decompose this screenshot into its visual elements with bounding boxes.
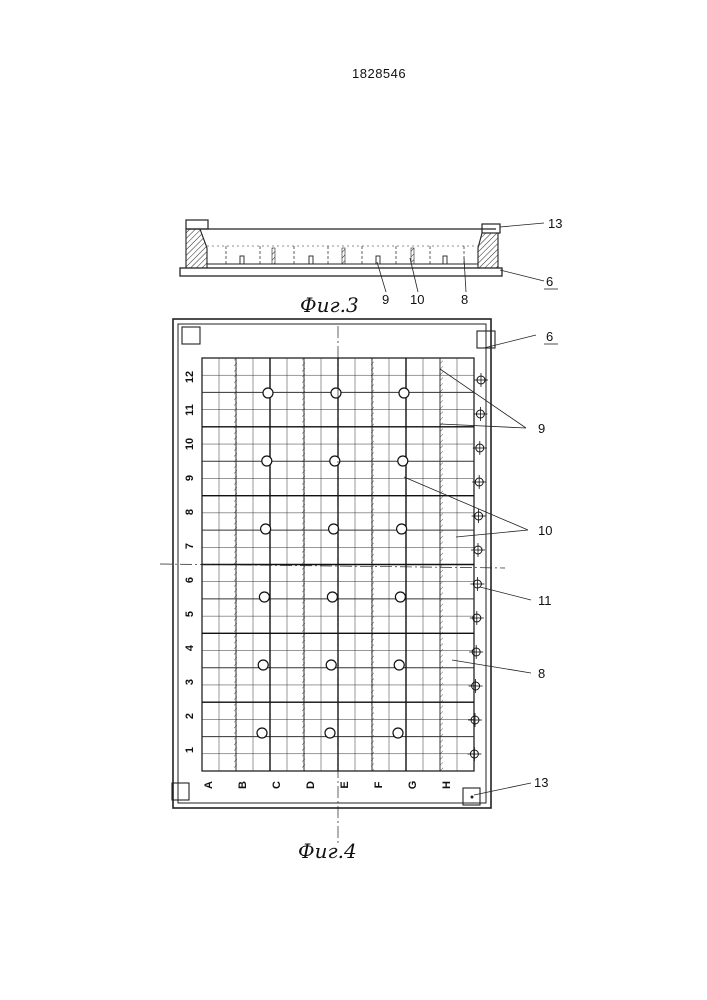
fig4-label-10: 10 [538, 523, 552, 538]
cell-slot [240, 256, 244, 264]
hatched-divider [272, 248, 275, 264]
right-wall [478, 233, 498, 268]
hatched-divider [440, 358, 443, 771]
column-letter: C [271, 781, 283, 789]
row-number: 5 [184, 611, 196, 617]
fig4-label-11: 11 [538, 593, 552, 608]
pin-circle [258, 660, 268, 670]
leader-10a [404, 477, 528, 530]
left-corner-block [186, 220, 208, 229]
row-number: 7 [184, 543, 196, 549]
column-letter: F [373, 781, 385, 788]
column-letter: A [203, 781, 215, 789]
leader-11 [480, 587, 531, 600]
hatched-divider [302, 358, 305, 771]
pin-circle [257, 728, 267, 738]
corner-pad-bottom-left [172, 783, 189, 800]
hatched-divider [411, 248, 414, 264]
pad-13-dot [471, 796, 474, 799]
pin-circle [326, 660, 336, 670]
column-letter: E [339, 781, 351, 788]
pin-circle [397, 524, 407, 534]
figure-3-section-view: 13 6 9 10 8 Фиг.3 [180, 216, 562, 317]
fig4-label-6: 6 [546, 329, 553, 344]
row-number: 4 [184, 644, 196, 651]
base-plate [180, 268, 502, 276]
column-letter-row: A B C D E F G H [203, 781, 453, 790]
pin-circle [329, 524, 339, 534]
cell-slot [376, 256, 380, 264]
row-number: 1 [184, 747, 196, 753]
row-number: 10 [184, 438, 196, 450]
figure-4-plan-view: 12 11 10 9 8 7 6 5 4 3 2 1 A B C D E F G… [160, 319, 558, 863]
leader-6 [500, 270, 544, 281]
partition-group [226, 246, 464, 264]
leader-8 [464, 258, 466, 292]
fig3-label-6: 6 [546, 274, 553, 289]
hatched-divider [234, 358, 237, 771]
row-number: 9 [184, 475, 196, 481]
hatched-divider [342, 248, 345, 264]
row-number: 3 [184, 679, 196, 685]
column-letter: B [237, 781, 249, 789]
column-letter: G [407, 781, 419, 790]
pin-circle [395, 592, 405, 602]
cell-slot [443, 256, 447, 264]
pin-circle [262, 456, 272, 466]
row-number: 8 [184, 509, 196, 515]
column-letter: H [441, 781, 453, 789]
pin-circle [394, 660, 404, 670]
fig3-label-9: 9 [382, 292, 389, 307]
left-wall [186, 229, 207, 268]
pin-circle [399, 388, 409, 398]
fig4-label-9: 9 [538, 421, 545, 436]
row-number: 2 [184, 713, 196, 719]
leader-10b [456, 530, 528, 537]
fig3-label-13: 13 [548, 216, 562, 231]
hatched-divider [371, 358, 374, 771]
fig4-label-8: 8 [538, 666, 545, 681]
row-number: 12 [184, 371, 196, 383]
figure-3-caption: Фиг.3 [300, 293, 359, 317]
cell-slot [309, 256, 313, 264]
pin-circle [263, 388, 273, 398]
corner-pad-top-left [182, 327, 200, 344]
pin-circles [257, 388, 409, 738]
fig4-label-13: 13 [534, 775, 548, 790]
fig3-label-10: 10 [410, 292, 424, 307]
figure-4-caption: Фиг.4 [298, 839, 357, 863]
row-number: 11 [184, 404, 196, 416]
pin-circle [398, 456, 408, 466]
pin-circle [327, 592, 337, 602]
pin-circle [259, 592, 269, 602]
row-number: 6 [184, 577, 196, 583]
pin-circle [325, 728, 335, 738]
pin-circle [331, 388, 341, 398]
pin-circle [393, 728, 403, 738]
row-number-column: 12 11 10 9 8 7 6 5 4 3 2 1 [184, 371, 196, 753]
fig3-label-8: 8 [461, 292, 468, 307]
leader-13 [500, 223, 544, 227]
leader-13 [474, 783, 531, 795]
leader-9 [377, 262, 386, 292]
pin-circle [261, 524, 271, 534]
column-letter: D [305, 781, 317, 789]
leader-9a [440, 369, 526, 428]
